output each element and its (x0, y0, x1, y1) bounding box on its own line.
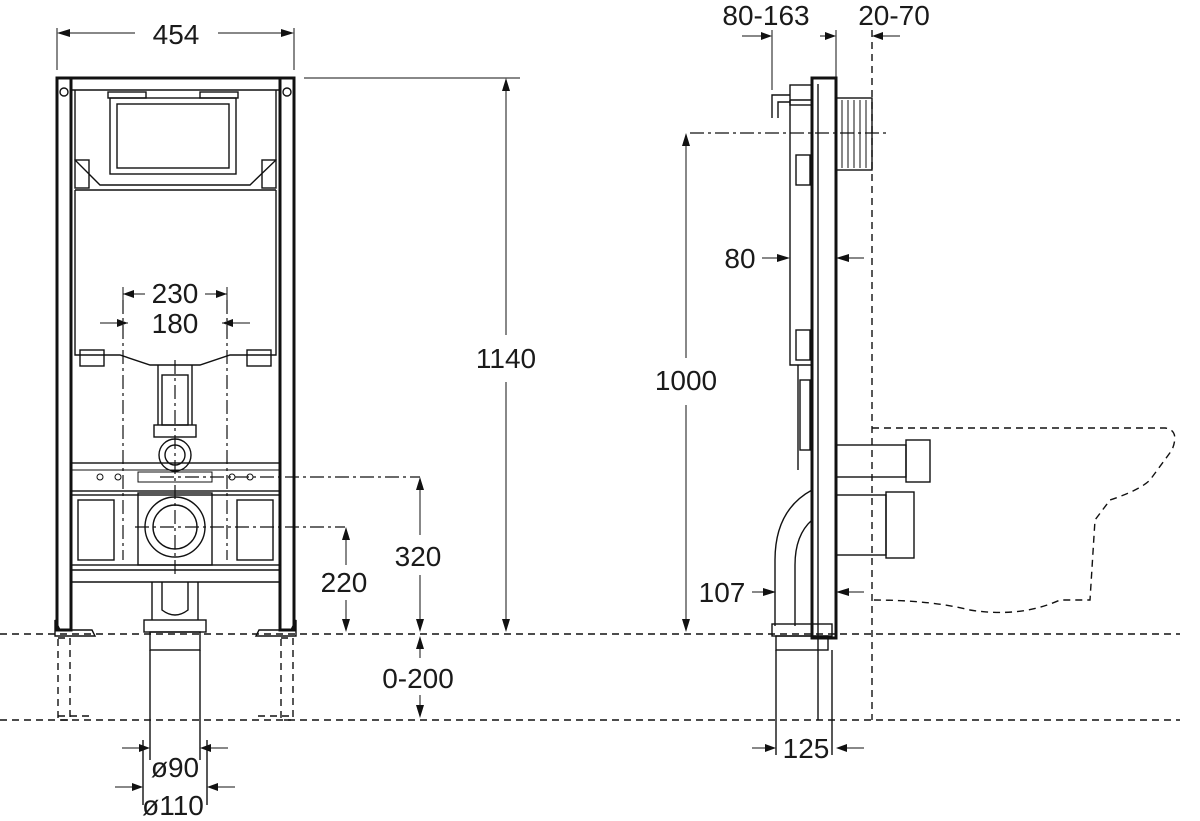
dimension-pipe-diameters: ø90 ø110 (115, 744, 235, 821)
dim-outlet-depth: 107 (699, 577, 746, 608)
side-view: 80-163 20-70 80 1000 (655, 0, 1176, 764)
dim-button-height: 1000 (655, 365, 717, 396)
dimension-frame-height: 1140 (304, 77, 536, 632)
dimension-button-height: 1000 (655, 133, 717, 632)
side-frame-outline (690, 30, 1176, 755)
dim-pipe-offset: 125 (783, 733, 830, 764)
dimension-outlet-depth: 107 (699, 577, 864, 608)
dim-pipe-diameter-small: ø90 (151, 752, 199, 783)
dim-floor-adjust: 0-200 (382, 663, 454, 694)
dimension-wall-offsets: 80-163 20-70 (722, 0, 930, 90)
dimension-frame-width: 454 (56, 19, 295, 70)
dim-bolt-spacing-inner: 180 (152, 308, 199, 339)
dim-frame-depth: 80 (724, 243, 755, 274)
dim-drain-height: 220 (321, 567, 368, 598)
dim-bolt-spacing-outer: 230 (152, 278, 199, 309)
dim-tile-thickness: 20-70 (858, 0, 930, 31)
dim-pipe-diameter-large: ø110 (142, 790, 204, 821)
dimension-bolt-spacing: 230 180 (100, 278, 250, 339)
dim-frame-width: 454 (153, 19, 200, 50)
floor-lines (0, 633, 1180, 721)
dimension-frame-depth: 80 (724, 243, 864, 274)
dimension-drain-height: 220 (321, 527, 368, 632)
dim-inlet-height: 320 (395, 541, 442, 572)
front-view: 454 1140 230 180 (54, 19, 536, 821)
dim-wall-offset: 80-163 (722, 0, 809, 31)
dimension-inlet-height: 320 (395, 477, 442, 632)
dim-frame-height: 1140 (476, 343, 536, 374)
frame-outline (54, 76, 420, 805)
dimension-floor-adjust: 0-200 (382, 636, 454, 718)
dimension-pipe-offset: 125 (752, 733, 864, 764)
